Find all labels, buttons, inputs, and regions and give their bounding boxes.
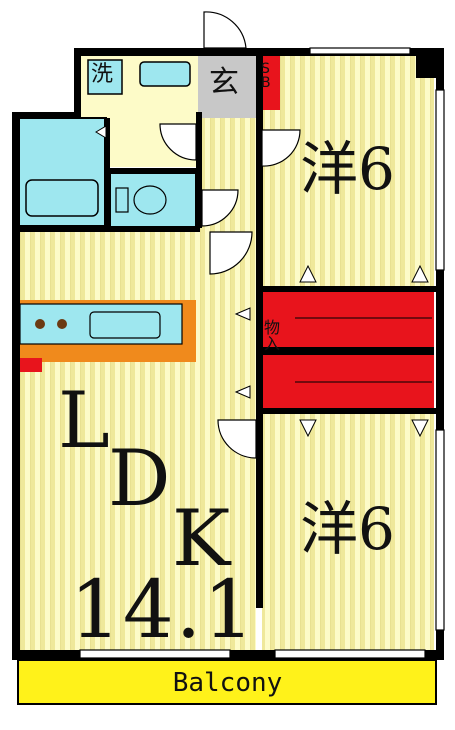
shoe-box-label: SB: [261, 61, 271, 91]
entrance-floor: [198, 55, 256, 118]
toilet-tank: [115, 187, 129, 213]
toilet-bowl: [133, 185, 167, 215]
windows: [79, 47, 445, 659]
bathtub: [25, 179, 99, 217]
ldk-letter-d: D: [108, 434, 171, 524]
ldk-size-label: 14.1: [70, 563, 257, 656]
laundry-label: 洗: [91, 62, 114, 87]
ldk-letter-k: K: [172, 494, 231, 584]
stove-burner-left: [35, 319, 45, 329]
closet-divider: [262, 347, 434, 355]
western-room-top-floor: [262, 55, 434, 287]
stove-burner-right: [57, 319, 67, 329]
closet-label: 物入: [264, 318, 281, 353]
ldk-letter-l: L: [58, 376, 110, 466]
door-markers: [95, 125, 429, 438]
washing-machine-box: [87, 59, 123, 95]
balcony-label: Balcony: [172, 668, 283, 698]
western-room-bottom-label: 洋6: [300, 495, 395, 563]
refrigerator-spot: [20, 358, 42, 372]
western-room-bottom-floor: [262, 412, 434, 650]
entrance-label: 玄: [209, 65, 239, 100]
western-room-top-label: 洋6: [300, 135, 395, 203]
door-swings: [159, 11, 301, 459]
washbasin: [139, 61, 191, 87]
shoe-box: [258, 55, 280, 110]
balcony-floor: [17, 659, 437, 705]
kitchen-sink: [89, 311, 161, 339]
